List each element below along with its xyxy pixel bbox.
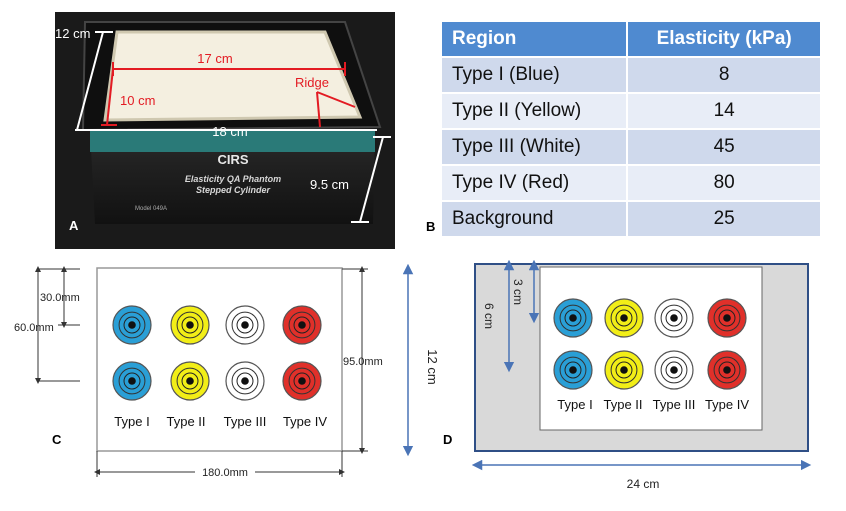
dim-180mm-label: 180.0mm: [202, 467, 248, 479]
region-cell: Type III (White): [442, 128, 628, 165]
type-ii-inclusion: [604, 298, 644, 338]
panel-label-b: B: [426, 219, 436, 234]
outer-dim-label: 18 cm: [212, 124, 247, 139]
panel-label-d: D: [443, 432, 453, 447]
value-cell: 45: [626, 128, 820, 165]
type-label-3: Type III: [224, 414, 267, 429]
type-iii-inclusion: [654, 350, 694, 390]
dim-3cm-label: 3 cm: [511, 279, 525, 305]
type-iv-inclusion: [282, 361, 322, 401]
depth-dim-label: 10 cm: [120, 93, 155, 108]
type-label-1: Type I: [557, 397, 592, 412]
table-row: Type II (Yellow) 14: [442, 92, 820, 129]
type-i-inclusion: [553, 298, 593, 338]
dim-6cm-label: 6 cm: [482, 303, 496, 329]
type-iv-inclusion: [707, 350, 747, 390]
phantom-band: [90, 130, 375, 152]
type-ii-inclusion: [604, 350, 644, 390]
type-iv-inclusion: [707, 298, 747, 338]
panel-label-c: C: [52, 432, 62, 447]
diagram-c: 30.0mm 60.0mm 95.0mm 12 cm 180.0mm Type …: [0, 255, 440, 505]
table-header-elasticity: Elasticity (kPa): [626, 22, 820, 57]
product-line-1: Elasticity QA Phantom: [185, 174, 281, 184]
ridge-label: Ridge: [295, 75, 329, 90]
type-iii-inclusion: [225, 305, 265, 345]
type-i-inclusion: [553, 350, 593, 390]
gel-block: [539, 266, 763, 431]
table-row: Type III (White) 45: [442, 128, 820, 165]
value-cell: 8: [626, 56, 820, 93]
phantom-photo: CIRS Elasticity QA Phantom Stepped Cylin…: [55, 12, 395, 249]
region-cell: Type I (Blue): [442, 56, 628, 93]
type-ii-inclusion: [170, 361, 210, 401]
dim-12cm-label: 12 cm: [425, 349, 440, 384]
dim-60mm-label: 60.0mm: [14, 322, 54, 334]
type-label-3: Type III: [653, 397, 696, 412]
type-i-inclusion: [112, 361, 152, 401]
model-text: Model 049A: [135, 206, 167, 212]
table-row: Type I (Blue) 8: [442, 56, 820, 93]
phantom-outline: [96, 267, 343, 452]
type-label-4: Type IV: [705, 397, 749, 412]
diagram-d: 3 cm 6 cm 24 cm Type I Type II Type III …: [440, 255, 846, 506]
width-dim-label: 17 cm: [197, 51, 232, 66]
type-iii-inclusion: [654, 298, 694, 338]
brand-text: CIRS: [217, 152, 248, 167]
dim-24cm-label: 24 cm: [627, 477, 660, 491]
phantom-body: [90, 130, 375, 224]
value-cell: 14: [626, 92, 820, 129]
type-iv-inclusion: [282, 305, 322, 345]
type-label-2: Type II: [166, 414, 205, 429]
type-label-4: Type IV: [283, 414, 327, 429]
type-label-2: Type II: [603, 397, 642, 412]
value-cell: 80: [626, 164, 820, 201]
height-dim-label: 12 cm: [55, 26, 90, 41]
table-row: Type IV (Red) 80: [442, 164, 820, 201]
elasticity-table: Region Elasticity (kPa) Type I (Blue) 8 …: [442, 22, 820, 236]
gel-surface: [103, 30, 363, 122]
table-header-region: Region: [442, 22, 628, 57]
side-dim-label: 9.5 cm: [310, 177, 349, 192]
type-i-inclusion: [112, 305, 152, 345]
dim-95mm-label: 95.0mm: [343, 356, 383, 368]
type-label-1: Type I: [114, 414, 149, 429]
product-line-2: Stepped Cylinder: [196, 185, 271, 195]
region-cell: Type II (Yellow): [442, 92, 628, 129]
region-cell: Background: [442, 200, 628, 236]
dim-30mm-label: 30.0mm: [40, 292, 80, 304]
type-ii-inclusion: [170, 305, 210, 345]
type-iii-inclusion: [225, 361, 265, 401]
panel-label-a: A: [69, 218, 79, 233]
region-cell: Type IV (Red): [442, 164, 628, 201]
table-row: Background 25: [442, 200, 820, 236]
value-cell: 25: [626, 200, 820, 236]
